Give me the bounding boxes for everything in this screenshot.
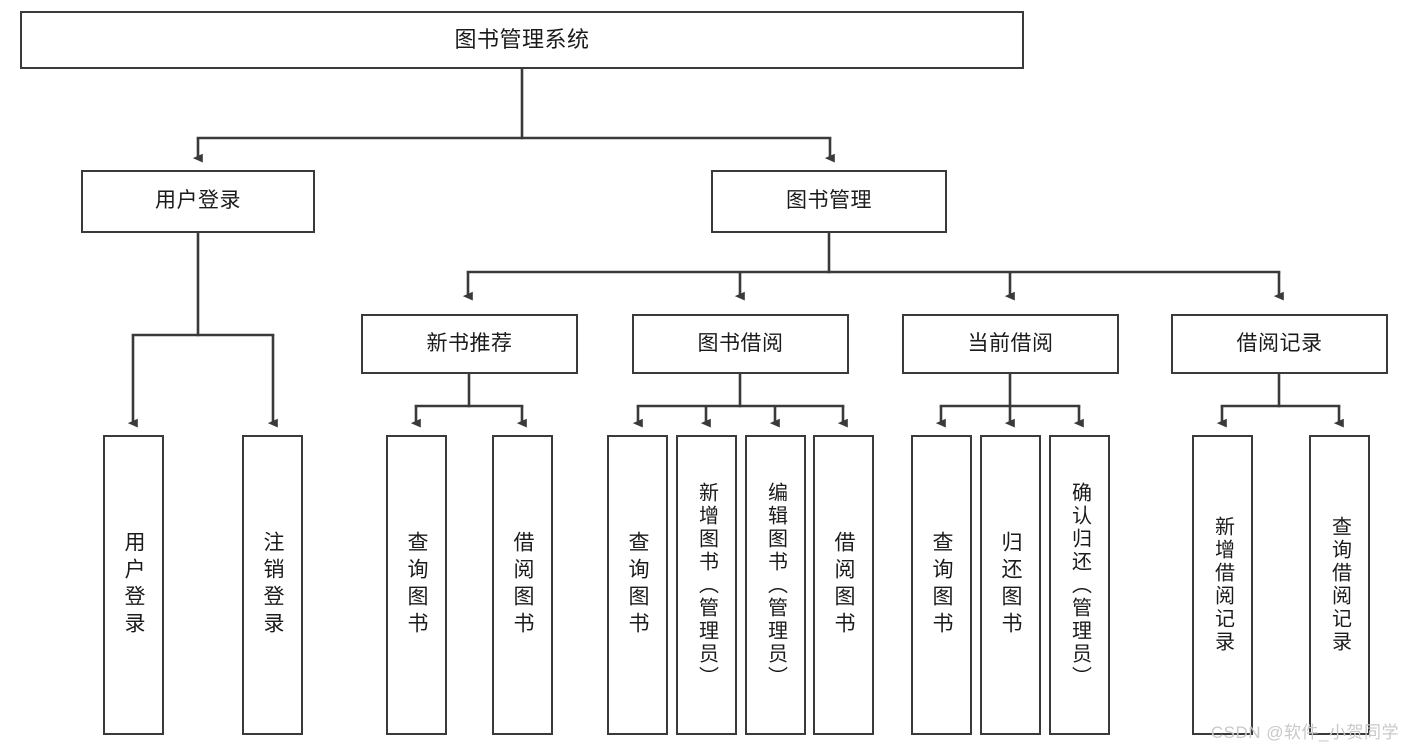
node-new-book-recommend[interactable]: 新书推荐 bbox=[361, 314, 578, 374]
leaf-borrow-query-book[interactable]: 查询图书 bbox=[607, 435, 668, 735]
node-label: 借阅记录 bbox=[1236, 331, 1323, 355]
leaf-borrow-edit-book-admin[interactable]: 编辑图书（管理员） bbox=[745, 435, 806, 735]
leaf-current-return-book[interactable]: 归还图书 bbox=[980, 435, 1041, 735]
node-label: 图书借阅 bbox=[697, 331, 784, 355]
node-label: 查询图书 bbox=[930, 531, 953, 639]
node-label: 注销登录 bbox=[261, 531, 284, 639]
leaf-user-logout[interactable]: 注销登录 bbox=[242, 435, 303, 735]
node-label: 借阅图书 bbox=[511, 531, 534, 639]
node-book-borrow[interactable]: 图书借阅 bbox=[632, 314, 849, 374]
node-user-login[interactable]: 用户登录 bbox=[81, 170, 315, 233]
leaf-records-add-record[interactable]: 新增借阅记录 bbox=[1192, 435, 1253, 735]
node-label: 新书推荐 bbox=[426, 331, 513, 355]
node-label: 新增借阅记录 bbox=[1211, 516, 1234, 654]
node-label: 用户登录 bbox=[155, 189, 241, 213]
node-label: 编辑图书（管理员） bbox=[764, 481, 787, 689]
leaf-records-query-record[interactable]: 查询借阅记录 bbox=[1309, 435, 1370, 735]
leaf-borrow-add-book-admin[interactable]: 新增图书（管理员） bbox=[676, 435, 737, 735]
node-label: 图书管理系统 bbox=[454, 27, 590, 53]
node-label: 查询借阅记录 bbox=[1328, 516, 1351, 654]
node-book-management[interactable]: 图书管理 bbox=[711, 170, 947, 233]
node-label: 确认归还（管理员） bbox=[1068, 481, 1091, 689]
node-label: 用户登录 bbox=[122, 531, 145, 639]
node-label: 图书管理 bbox=[786, 189, 872, 213]
leaf-newbook-query-book[interactable]: 查询图书 bbox=[386, 435, 447, 735]
leaf-current-confirm-return-admin[interactable]: 确认归还（管理员） bbox=[1049, 435, 1110, 735]
node-label: 查询图书 bbox=[626, 531, 649, 639]
node-current-borrow[interactable]: 当前借阅 bbox=[902, 314, 1119, 374]
node-label: 借阅图书 bbox=[832, 531, 855, 639]
node-label: 归还图书 bbox=[999, 531, 1022, 639]
node-root-system[interactable]: 图书管理系统 bbox=[20, 11, 1024, 69]
node-label: 新增图书（管理员） bbox=[695, 481, 718, 689]
csdn-watermark: CSDN @软件_小贺同学 bbox=[1210, 723, 1399, 742]
leaf-newbook-borrow-book[interactable]: 借阅图书 bbox=[492, 435, 553, 735]
node-label: 当前借阅 bbox=[967, 331, 1054, 355]
leaf-borrow-borrow-book[interactable]: 借阅图书 bbox=[813, 435, 874, 735]
leaf-user-login[interactable]: 用户登录 bbox=[103, 435, 164, 735]
node-label: 查询图书 bbox=[405, 531, 428, 639]
leaf-current-query-book[interactable]: 查询图书 bbox=[911, 435, 972, 735]
node-borrow-records[interactable]: 借阅记录 bbox=[1171, 314, 1388, 374]
